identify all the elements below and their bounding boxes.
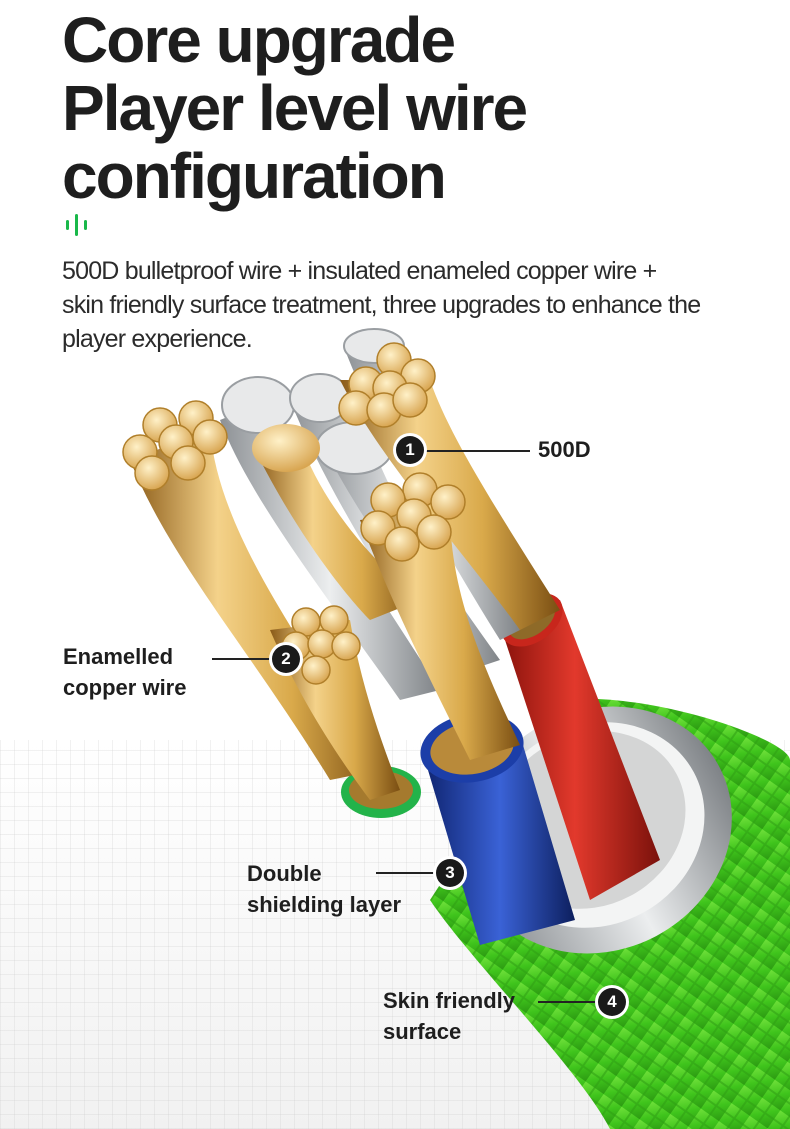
callout-4-label: Skin friendly surface (383, 985, 515, 1047)
callout-1-leader-line (424, 450, 530, 452)
callout-3-label-line-2: shielding layer (247, 892, 402, 917)
feature-description: 500D bulletproof wire + insulated enamel… (62, 257, 701, 353)
callout-1-label: 500D (538, 434, 591, 465)
page-headline: Core upgrade Player level wire configura… (62, 6, 702, 210)
callout-2-leader-line (212, 658, 274, 660)
headline-line-2: Player level wire (62, 72, 528, 144)
callout-4-badge: 4 (598, 988, 626, 1016)
callout-4-leader-line (538, 1001, 600, 1003)
equalizer-icon (66, 214, 87, 236)
callout-2-label: Enamelled copper wire (63, 641, 186, 703)
callout-3-leader-line (376, 872, 438, 874)
callout-1-label-line-1: 500D (538, 437, 591, 462)
callout-3-badge: 3 (436, 859, 464, 887)
callout-2-badge: 2 (272, 645, 300, 673)
callout-2-label-line-2: copper wire (63, 675, 187, 700)
callout-3-label-line-1: Double (247, 861, 322, 886)
headline-line-1: Core upgrade (62, 4, 456, 76)
callout-2-label-line-1: Enamelled (63, 644, 174, 669)
cable-cross-section-illustration (122, 328, 790, 1129)
callout-3-label: Double shielding layer (247, 858, 401, 920)
callout-1-badge: 1 (396, 436, 424, 464)
headline-line-3: configuration (62, 140, 447, 212)
callout-4-label-line-2: surface (383, 1019, 462, 1044)
callout-4-label-line-1: Skin friendly (383, 988, 516, 1013)
